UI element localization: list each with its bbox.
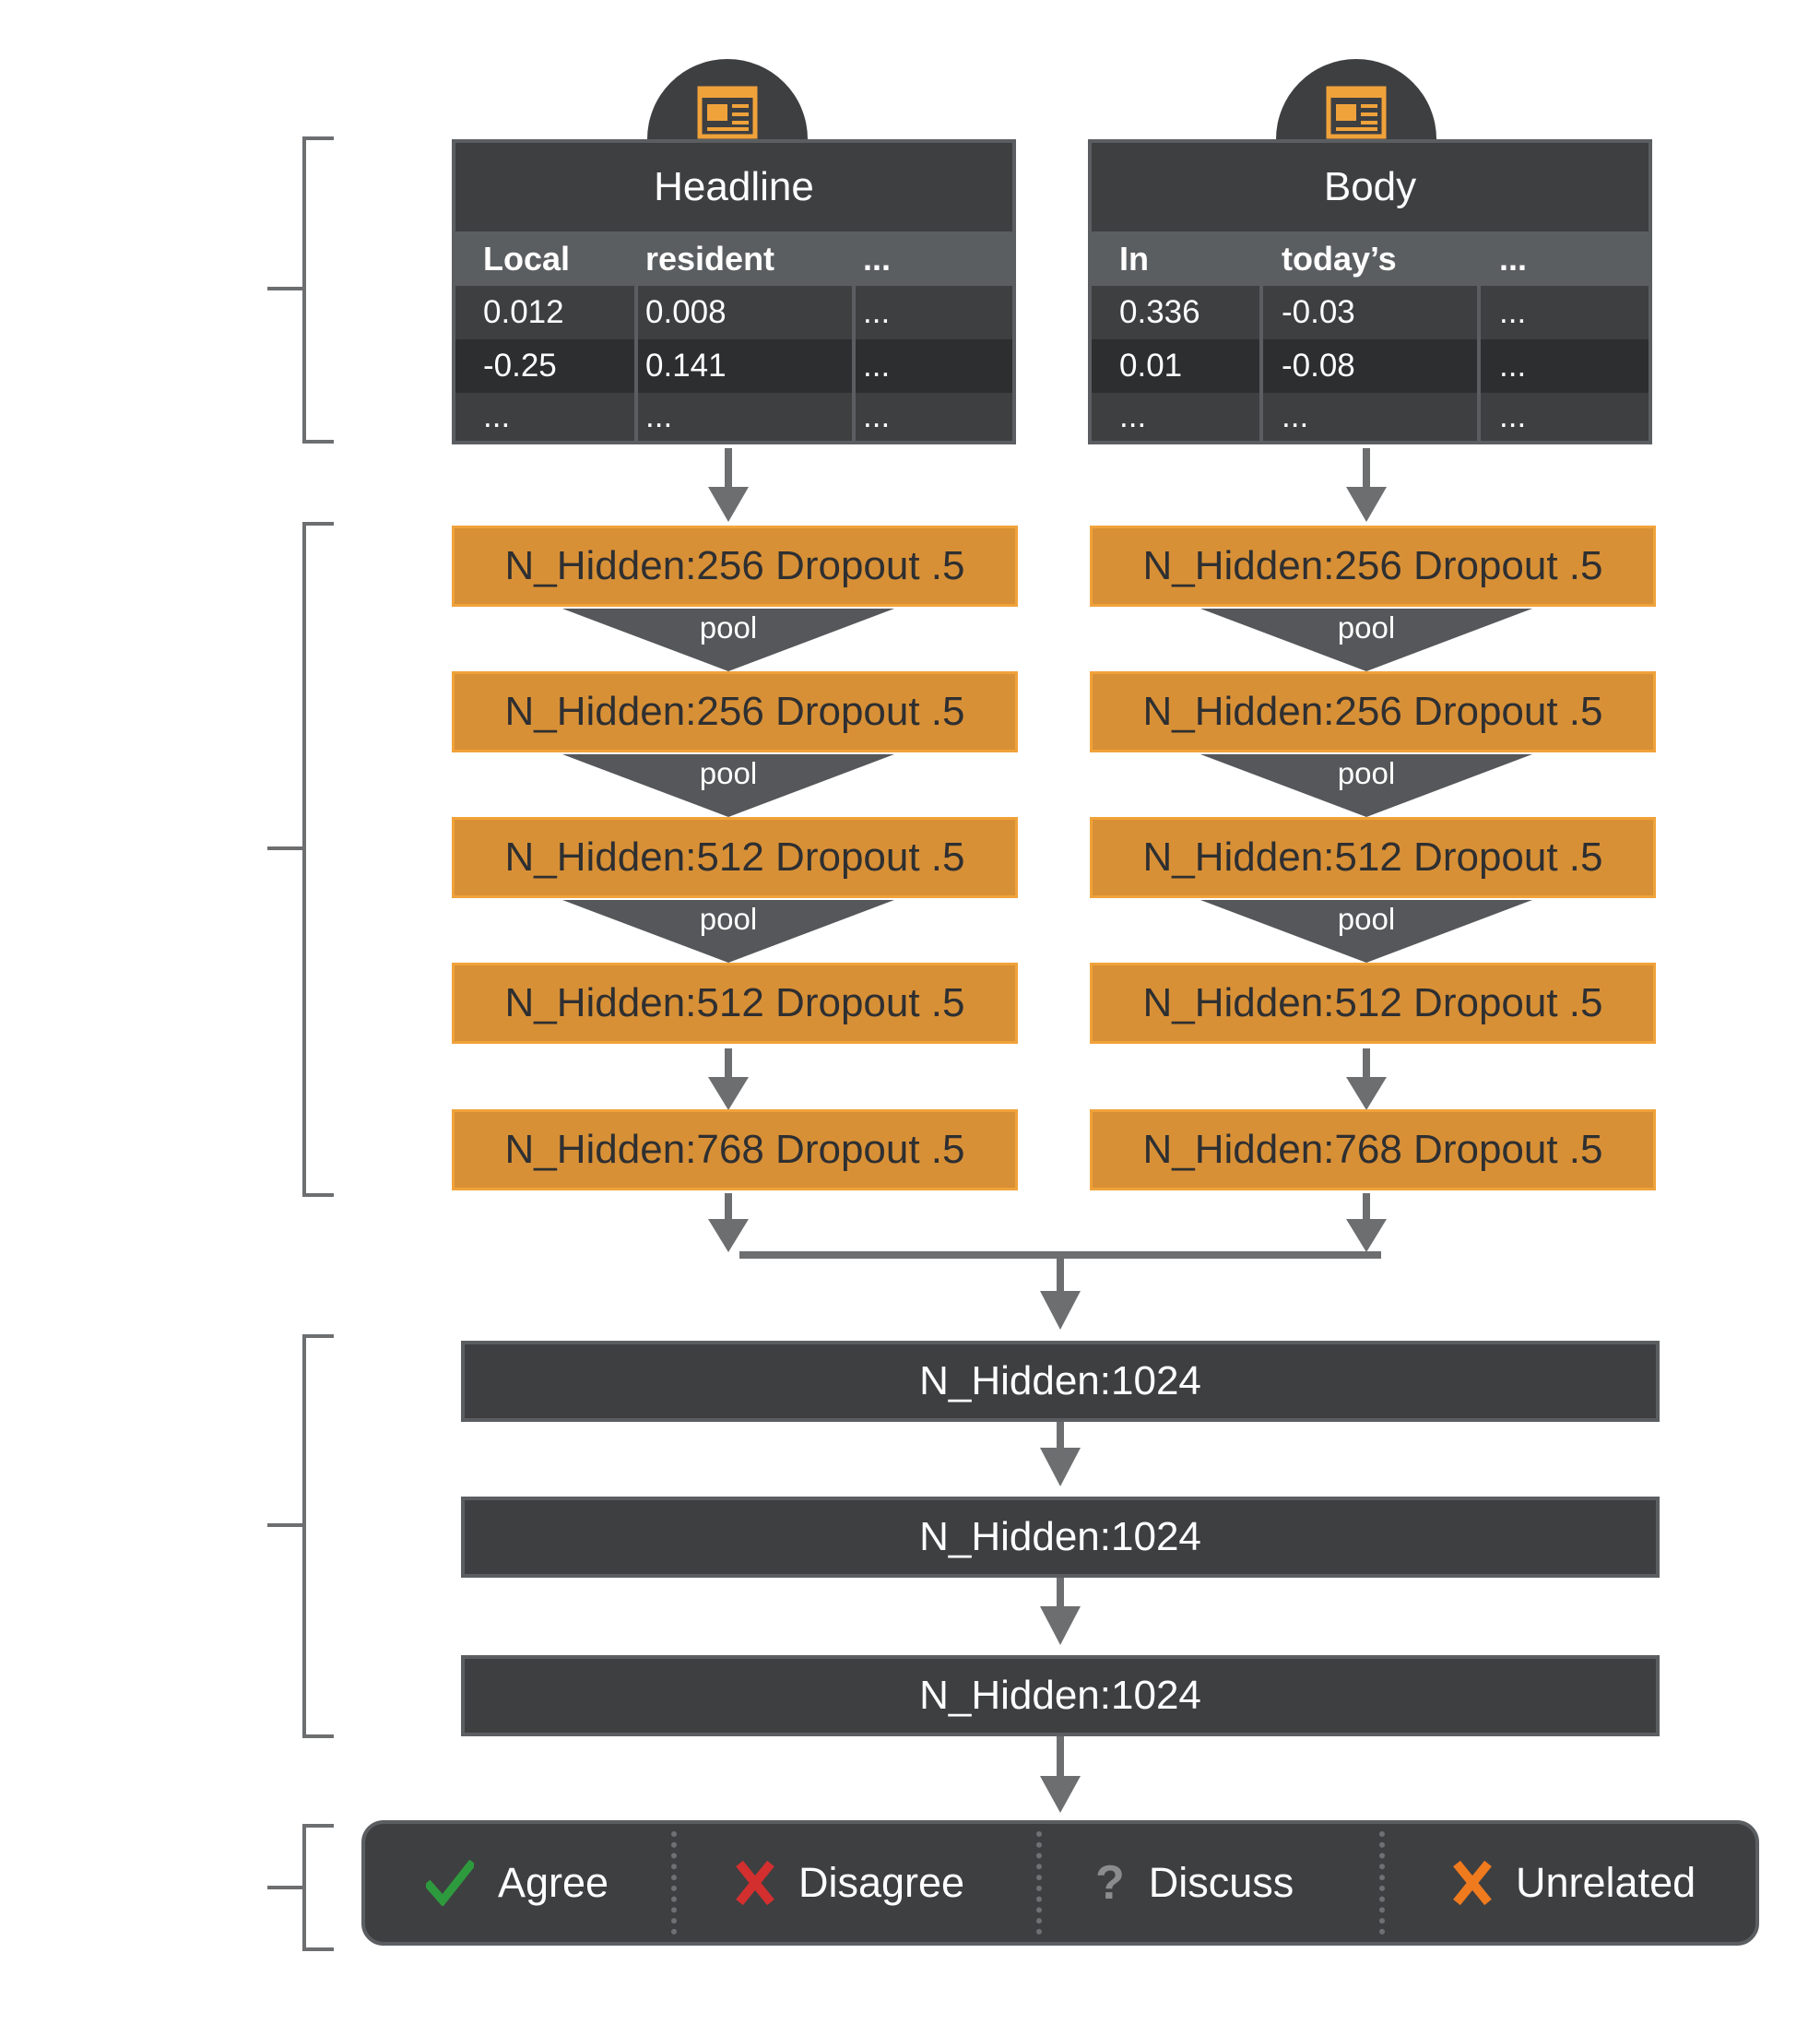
- body-cell: -0.08: [1282, 348, 1355, 384]
- newspaper-icon: [697, 86, 758, 139]
- output-divider: [1379, 1831, 1385, 1935]
- headline-cell: ...: [863, 294, 891, 330]
- headline-table: Headline Local resident ... 0.012 0.008 …: [452, 139, 1016, 444]
- body-cell: -0.03: [1282, 294, 1355, 330]
- headline-conv-block: N_Hidden:256 Dropout .5: [452, 671, 1018, 752]
- question-icon: ?: [1095, 1856, 1125, 1910]
- x-icon: [736, 1860, 774, 1906]
- headline-conv-block: N_Hidden:256 Dropout .5: [452, 526, 1018, 607]
- bracket-conv: [302, 522, 334, 1197]
- column-divider: [852, 286, 856, 441]
- output-divider: [1036, 1831, 1042, 1935]
- dense-block: N_Hidden:1024: [461, 1497, 1660, 1578]
- headline-cell: 0.012: [483, 294, 564, 330]
- output-agree: Agree: [426, 1824, 609, 1942]
- headline-cell: ...: [863, 348, 891, 384]
- body-cell: 0.336: [1119, 294, 1200, 330]
- pool-triangle: [562, 609, 894, 671]
- column-divider: [634, 286, 638, 441]
- output-discuss: ? Discuss: [1095, 1824, 1294, 1942]
- headline-header-row: Local resident ...: [455, 231, 1012, 286]
- body-title: Body: [1092, 143, 1649, 231]
- bracket-input: [302, 136, 334, 444]
- headline-cell: -0.25: [483, 348, 557, 384]
- body-cell: ...: [1282, 398, 1309, 434]
- pool-label: pool: [699, 756, 758, 790]
- output-label: Disagree: [798, 1859, 965, 1906]
- body-col: ...: [1499, 239, 1528, 278]
- pool-triangle: [1200, 754, 1532, 817]
- pool-triangle: [562, 754, 894, 817]
- body-row: 0.01 -0.08 ...: [1092, 339, 1649, 393]
- headline-title: Headline: [455, 143, 1012, 231]
- bracket-output-tick: [267, 1886, 302, 1889]
- body-conv-block: N_Hidden:256 Dropout .5: [1090, 526, 1656, 607]
- dense-block: N_Hidden:1024: [461, 1655, 1660, 1736]
- headline-cell: 0.008: [645, 294, 727, 330]
- output-label: Unrelated: [1516, 1859, 1696, 1906]
- headline-cell: ...: [645, 398, 673, 434]
- column-divider: [1477, 286, 1481, 441]
- headline-conv-block: N_Hidden:768 Dropout .5: [452, 1109, 1018, 1190]
- body-cell: ...: [1499, 398, 1527, 434]
- output-disagree: Disagree: [736, 1824, 964, 1942]
- headline-conv-block: N_Hidden:512 Dropout .5: [452, 963, 1018, 1044]
- column-divider: [1259, 286, 1263, 441]
- body-col: In: [1119, 239, 1149, 278]
- body-pool: pool: [1200, 900, 1532, 965]
- pool-triangle: [562, 900, 894, 963]
- pool-triangle: [1200, 609, 1532, 671]
- newspaper-icon: [1326, 86, 1387, 139]
- body-col: today’s: [1282, 239, 1397, 278]
- headline-col: ...: [863, 239, 892, 278]
- pool-triangle: [1200, 900, 1532, 963]
- pool-label: pool: [1337, 610, 1396, 645]
- headline-row: ... ... ...: [455, 393, 1012, 441]
- body-row: ... ... ...: [1092, 393, 1649, 441]
- headline-col: Local: [483, 239, 571, 278]
- bracket-dense: [302, 1334, 334, 1738]
- headline-cell: ...: [483, 398, 511, 434]
- body-cell: ...: [1119, 398, 1147, 434]
- headline-row: -0.25 0.141 ...: [455, 339, 1012, 393]
- pool-label: pool: [699, 902, 758, 936]
- bracket-conv-tick: [267, 846, 302, 850]
- body-cell: 0.01: [1119, 348, 1183, 384]
- output-label: Discuss: [1148, 1859, 1294, 1906]
- body-pool: pool: [1200, 754, 1532, 819]
- body-cell: ...: [1499, 294, 1527, 330]
- headline-pool: pool: [562, 609, 894, 673]
- body-header-row: In today’s ...: [1092, 231, 1649, 286]
- headline-cell: ...: [863, 398, 891, 434]
- bracket-output: [302, 1824, 334, 1951]
- output-divider: [671, 1831, 677, 1935]
- headline-pool: pool: [562, 900, 894, 965]
- pool-label: pool: [1337, 902, 1396, 936]
- bracket-dense-tick: [267, 1523, 302, 1527]
- headline-pool: pool: [562, 754, 894, 819]
- output-classes: Agree Disagree ? Discuss Unrelated: [361, 1820, 1759, 1946]
- body-cell: ...: [1499, 348, 1527, 384]
- headline-conv-block: N_Hidden:512 Dropout .5: [452, 817, 1018, 898]
- body-table: Body In today’s ... 0.336 -0.03 ... 0.01…: [1088, 139, 1652, 444]
- pool-label: pool: [1337, 756, 1396, 790]
- x-icon: [1453, 1860, 1492, 1906]
- output-unrelated: Unrelated: [1453, 1824, 1696, 1942]
- body-conv-block: N_Hidden:512 Dropout .5: [1090, 817, 1656, 898]
- body-pool: pool: [1200, 609, 1532, 673]
- output-label: Agree: [498, 1859, 609, 1906]
- body-row: 0.336 -0.03 ...: [1092, 286, 1649, 339]
- body-conv-block: N_Hidden:256 Dropout .5: [1090, 671, 1656, 752]
- bracket-input-tick: [267, 287, 302, 290]
- dense-block: N_Hidden:1024: [461, 1341, 1660, 1422]
- checkmark-icon: [426, 1860, 474, 1906]
- body-conv-block: N_Hidden:768 Dropout .5: [1090, 1109, 1656, 1190]
- pool-label: pool: [699, 610, 758, 645]
- body-conv-block: N_Hidden:512 Dropout .5: [1090, 963, 1656, 1044]
- headline-col: resident: [645, 239, 775, 278]
- headline-cell: 0.141: [645, 348, 727, 384]
- headline-row: 0.012 0.008 ...: [455, 286, 1012, 339]
